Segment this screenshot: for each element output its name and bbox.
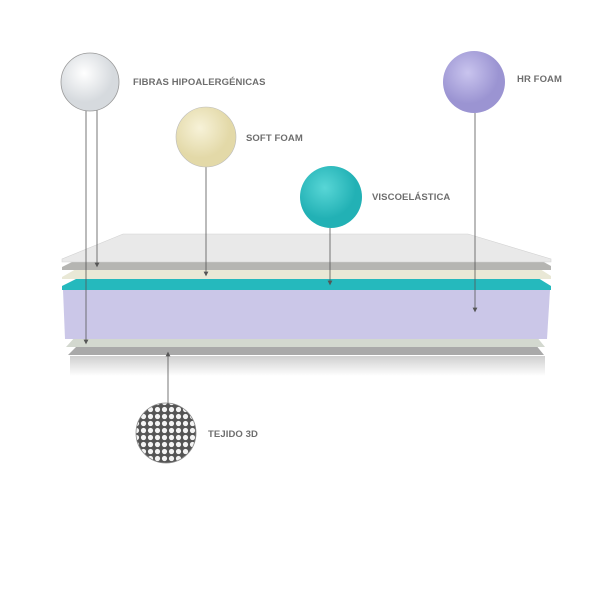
hr-foam-swatch-icon [443, 51, 505, 113]
label-hr-foam: HR FOAM [517, 74, 563, 85]
label-tejido-3d: TEJIDO 3D [208, 429, 258, 440]
label-viscoelastica: VISCOELÁSTICA [372, 192, 451, 203]
viscoelastica-swatch-icon [300, 166, 362, 228]
layer-quilted-cover [61, 233, 552, 263]
label-soft-foam: SOFT FOAM [246, 133, 303, 144]
layer-viscoelastica [62, 278, 551, 290]
layer-fibras-top [62, 260, 551, 270]
leader-lines [83, 110, 478, 403]
layer-soft-foam [62, 269, 551, 279]
mattress [61, 233, 552, 376]
fibras-swatch-icon [60, 52, 120, 112]
soft-foam-swatch-icon [175, 106, 237, 168]
layer-hr-foam [63, 290, 550, 339]
mattress-shadow [70, 356, 545, 376]
tejido-3d-swatch-icon [135, 402, 197, 464]
label-fibras-hipoalergenicas: FIBRAS HIPOALERGÉNICAS [133, 77, 266, 88]
